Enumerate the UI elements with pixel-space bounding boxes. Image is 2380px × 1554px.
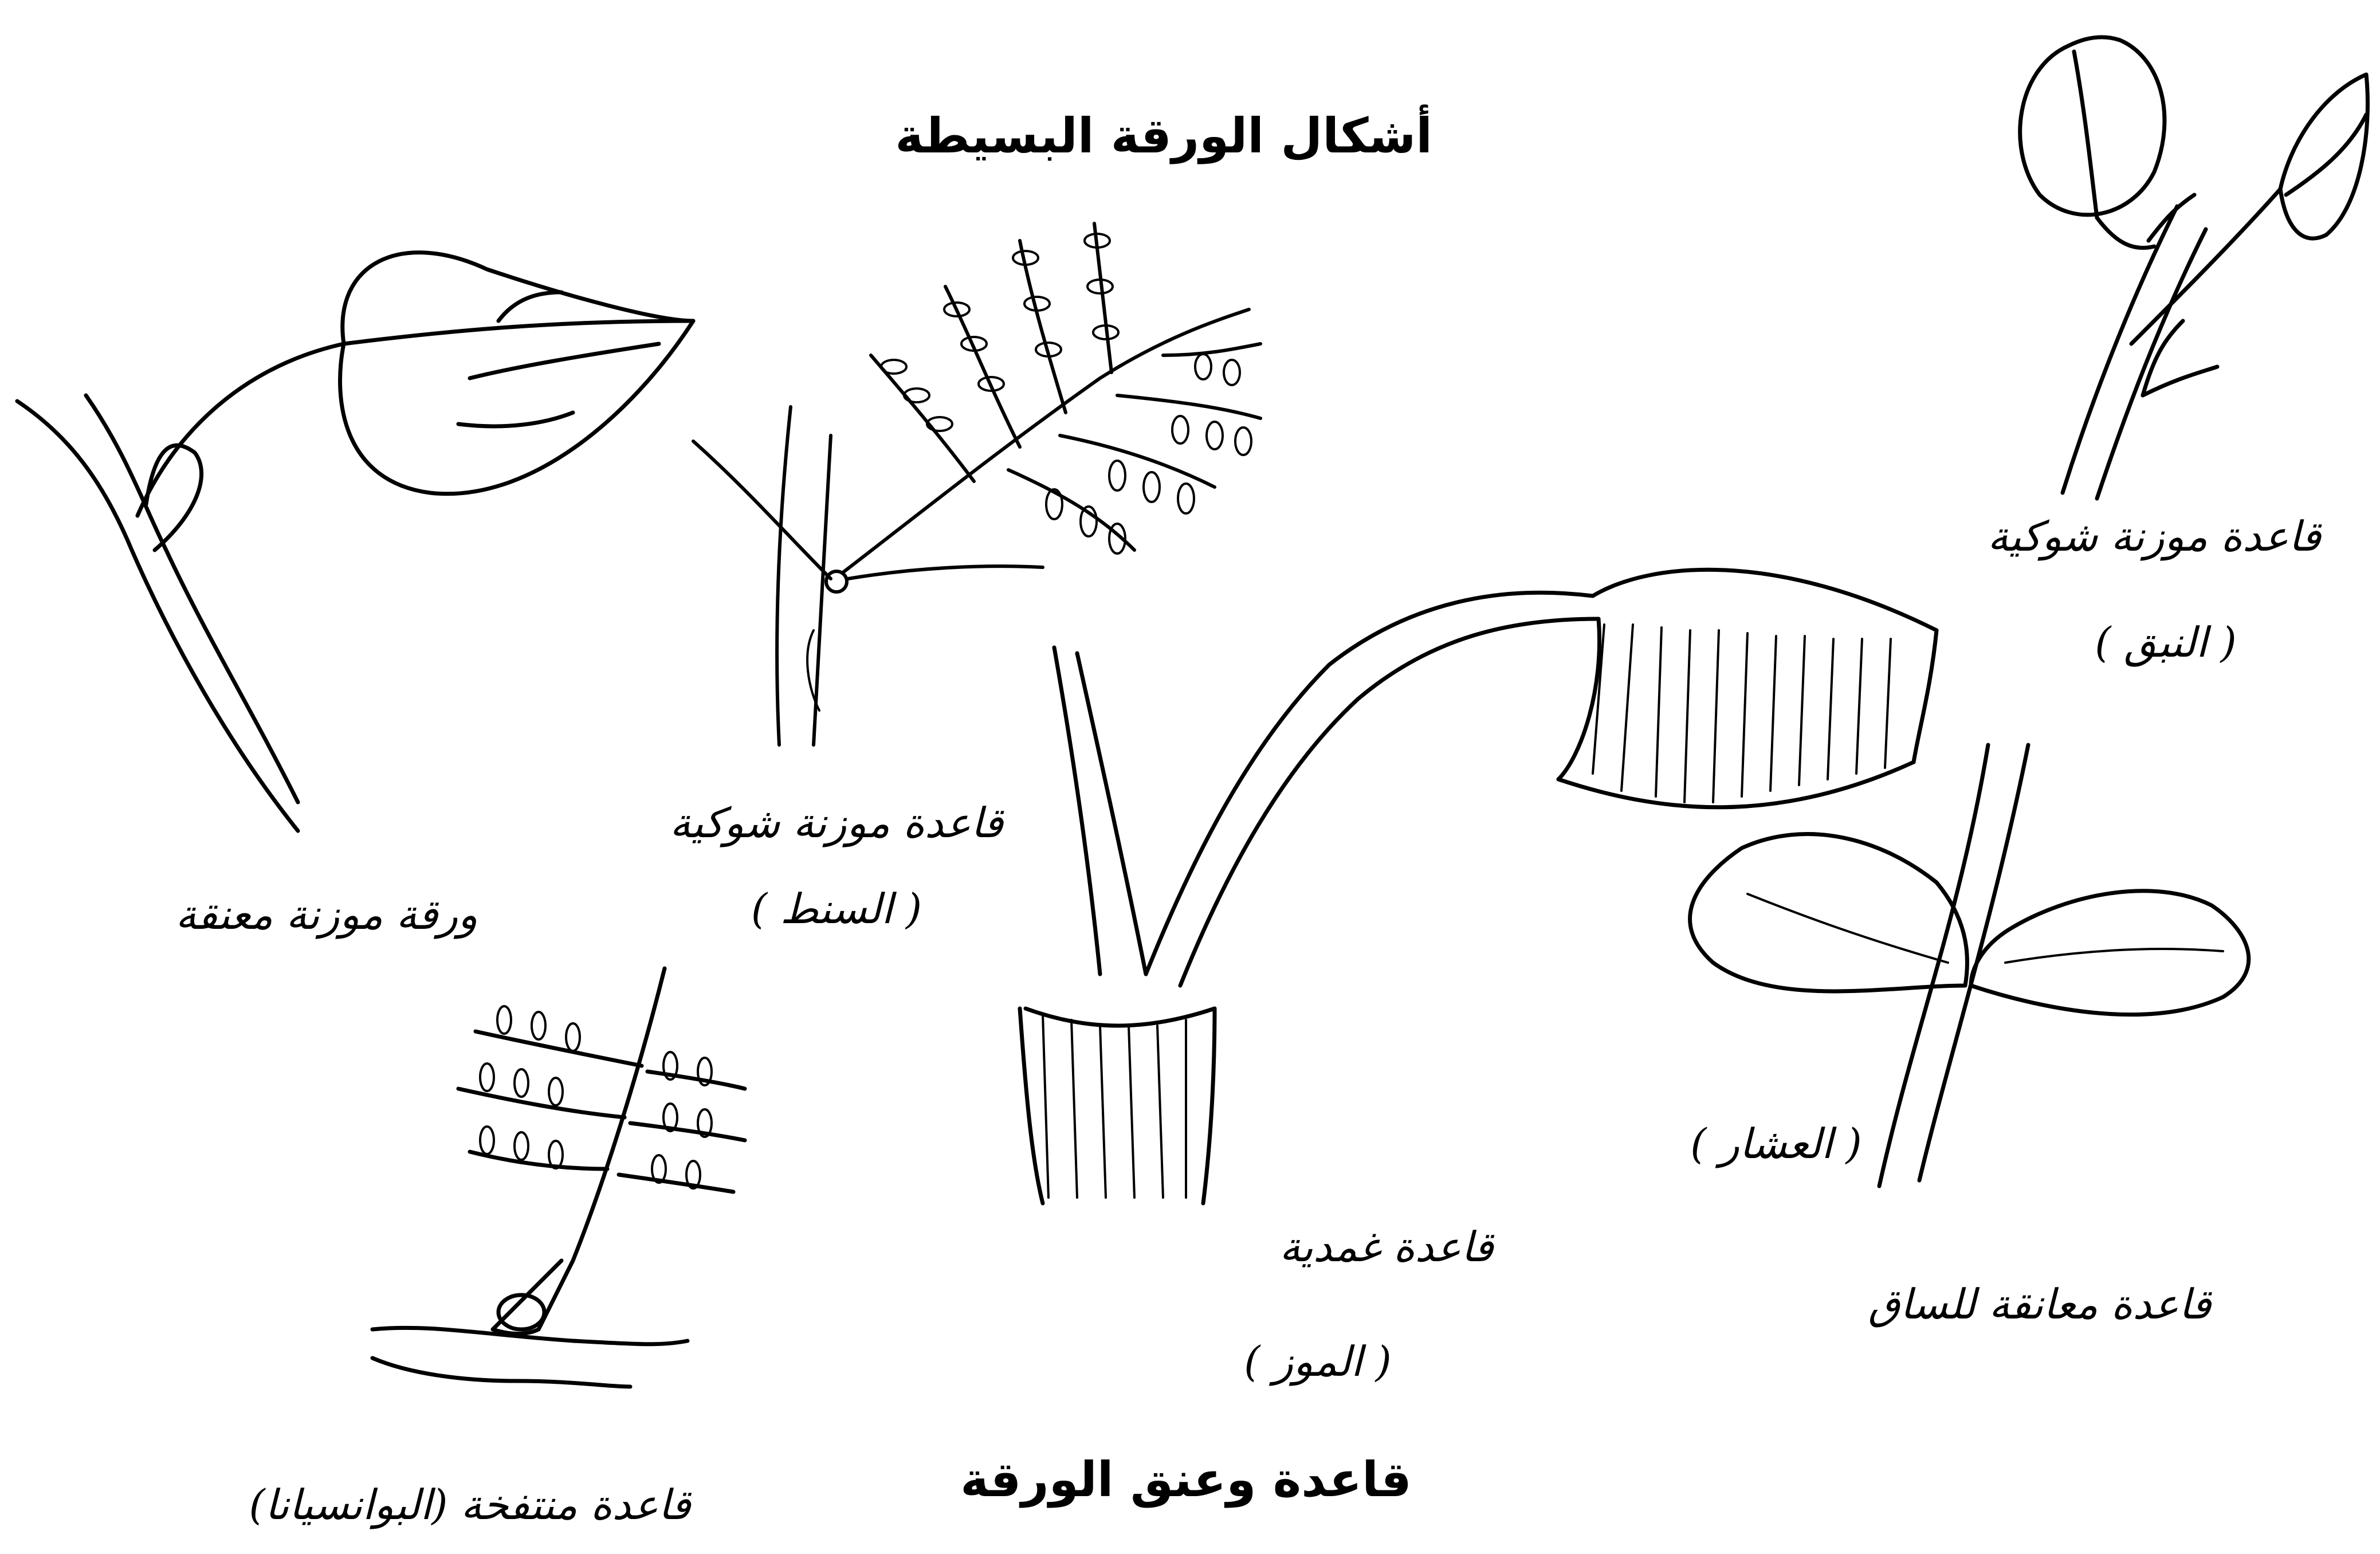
poinciana-pinna-4 [647, 1072, 745, 1089]
ushar-leaf-left-vein [1747, 894, 1948, 963]
sunt-pinna-1 [871, 355, 974, 481]
label-nabq-name: ( النبق ) [2051, 622, 2280, 663]
stipule [146, 445, 202, 550]
sunt-pinna-6 [1060, 435, 1215, 487]
sunt-pinna-8 [1163, 344, 1260, 355]
banana-petiole-upper [1180, 619, 1599, 986]
nabq-leaf-2-vein [2286, 115, 2366, 195]
nabq-petiole-2 [2131, 189, 2280, 344]
sunt-pinna-5 [1008, 470, 1134, 550]
nabq-stem-right [2097, 229, 2206, 499]
ushar-leaf-right-vein [2005, 949, 2223, 963]
bottom-heading: قاعدة وعنق الورقة [957, 1455, 1415, 1504]
banana-blade-right [1914, 630, 1937, 762]
ushar-leaf-left [1690, 834, 1967, 991]
top-heading: أشكال الورقة البسيطة [917, 112, 1432, 160]
leaf-blade [340, 253, 693, 494]
poinciana-pinna-5 [630, 1123, 745, 1140]
sunt-leaf-drawing [693, 223, 1260, 745]
banana-sheath-left [1054, 647, 1100, 974]
poinciana-pinna-1 [476, 1031, 642, 1066]
label-banana-base: قاعدة غمدية [1243, 1226, 1530, 1267]
sunt-pinna-2 [945, 287, 1020, 447]
sunt-stem-left [777, 407, 791, 745]
label-sessile-sheathing: ورقة موزنة معنقة [80, 894, 573, 935]
nabq-petiole-1 [2097, 218, 2154, 248]
leaf-vein [470, 344, 659, 378]
ushar-leaf-right [1971, 891, 2249, 1015]
stem-right-edge [86, 395, 298, 802]
label-sunt-stipule: قاعدة موزنة شوكية [642, 802, 1031, 843]
banana-blade-bottom [1558, 762, 1914, 807]
sunt-pinna-3 [1020, 241, 1066, 413]
banana-veins [1043, 625, 1891, 1198]
banana-blade-edge [1593, 570, 1937, 630]
poinciana-leaf-drawing [372, 968, 745, 1387]
poinciana-pinna-2 [458, 1089, 625, 1117]
stalked-leaf-drawing [17, 253, 693, 831]
poinciana-pinna-6 [619, 1175, 733, 1192]
sunt-spine-left [693, 441, 831, 579]
leaf-vein-3 [458, 413, 573, 426]
sunt-spine-right [848, 566, 1043, 579]
banana-base-right [1203, 1008, 1215, 1203]
banana-leaf-drawing [1020, 570, 1937, 1203]
label-poinciana-base: قاعدة منتفخة (البوانسيانا) [138, 1484, 802, 1525]
banana-base-left [1020, 1008, 1043, 1203]
nabq-leaf-drawing [2020, 37, 2368, 499]
nabq-leaf-1-vein [2074, 52, 2097, 218]
label-banana-name: ( الموز ) [1203, 1341, 1432, 1382]
leaf-vein-2 [498, 292, 561, 321]
banana-petiole-lower [1146, 592, 1593, 974]
sunt-node [826, 571, 847, 592]
label-ushar-name: ( العشار ) [1644, 1123, 1908, 1164]
label-sunt-name: ( السنط ) [722, 888, 951, 929]
sunt-pinna-7 [1117, 395, 1260, 418]
sunt-leaflets [881, 234, 1251, 554]
nabq-leaf-2 [2280, 74, 2367, 238]
banana-sheath-inner [1077, 653, 1146, 974]
nabq-spine-3 [2143, 367, 2217, 395]
poinciana-pinna-3 [470, 1152, 607, 1169]
label-nabq-stipule: قاعدة موزنة شوكية [1959, 516, 2349, 557]
poinciana-ground-bottom [372, 1358, 630, 1387]
label-ushar-base: قاعدة معانقة للساق [1816, 1284, 2263, 1325]
